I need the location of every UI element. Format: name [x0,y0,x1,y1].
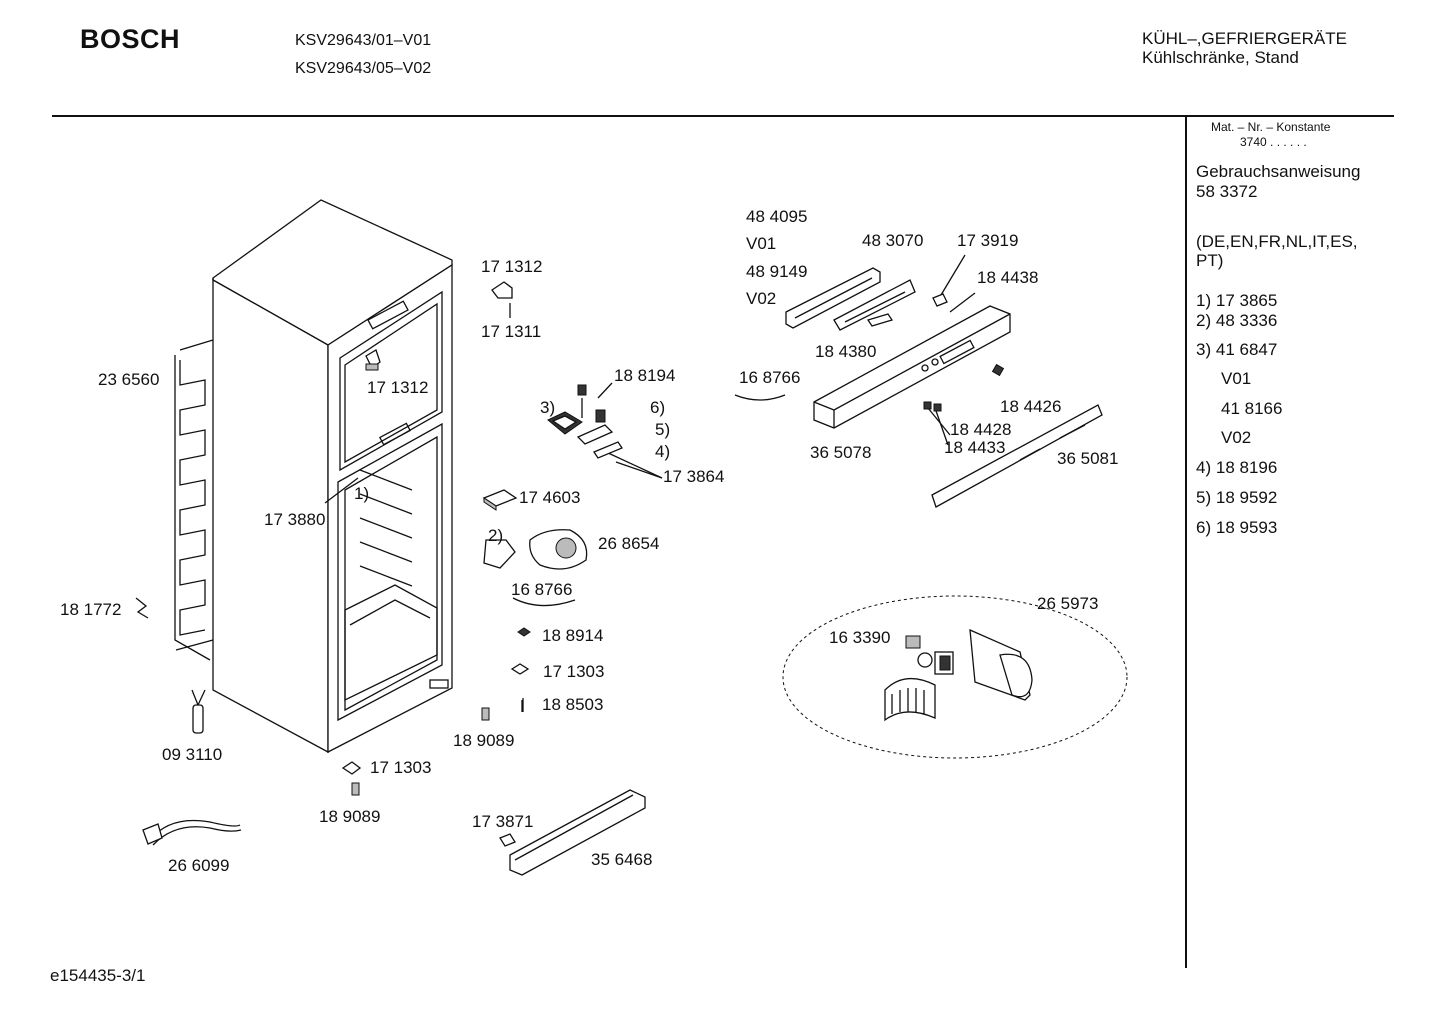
variant-label: V02 [746,289,777,308]
note-row: 3) 41 6847 [1196,340,1277,360]
note-row: 6) 18 9593 [1196,518,1277,538]
mat-nr-value: 3740 . . . . . . [1240,135,1307,149]
part-label: 17 1303 [543,662,605,681]
note-value: 18 9592 [1215,488,1278,507]
exploded-view-diagram [135,199,1128,876]
leader-lines [324,254,976,712]
callout-label: 6) [650,398,666,417]
part-label: 16 8766 [739,368,801,387]
part-label: 35 6468 [591,850,653,869]
note-key: 5) [1196,488,1212,507]
part-label: 17 1312 [367,378,429,397]
part-label: 18 4433 [944,438,1006,457]
category-title: KÜHL–,GEFRIERGERÄTE [1142,29,1347,48]
note-key: 3) [1196,340,1212,359]
part-label: 17 1311 [481,322,542,341]
door-hardware-parts [547,384,623,459]
part-label: 18 9089 [453,731,515,750]
note-value: 41 6847 [1215,340,1278,359]
model-number-1: KSV29643/01–V01 [295,32,432,49]
lamp-assembly-detail [782,595,1128,759]
brand-logo: BOSCH [80,24,181,54]
part-label: 23 6560 [98,370,160,389]
note-value: V02 [1221,428,1252,447]
part-label: 17 3880 [264,510,326,529]
part-label: 17 1312 [481,257,543,276]
note-value: 48 3336 [1215,311,1278,330]
part-label: 18 1772 [60,600,122,619]
note-key: 2) [1196,311,1212,330]
part-label: 26 8654 [598,534,660,553]
part-label: 48 3070 [862,231,924,250]
part-label: 17 1303 [370,758,432,777]
category-subtitle: Kühlschränke, Stand [1142,48,1299,67]
note-value: 18 9593 [1215,518,1278,537]
control-panel-assembly [734,267,1103,508]
part-label: 16 8766 [511,580,573,599]
note-value: 18 8196 [1215,458,1278,477]
callout-label: 3) [540,398,556,417]
note-key: 4) [1196,458,1212,477]
part-label: 48 9149 [746,262,808,281]
note-row: V02 [1221,428,1251,448]
callout-label: 1) [354,484,370,503]
manual-number: 58 3372 [1196,182,1258,201]
manual-title: Gebrauchsanweisung [1196,162,1361,181]
note-key: 1) [1196,291,1212,310]
kick-plate [499,789,646,876]
part-label: 26 5973 [1037,594,1099,613]
languages-line-2: PT) [1196,251,1224,270]
header-rule [52,115,1394,117]
note-value: 41 8166 [1221,399,1283,418]
part-label: 18 8914 [542,626,604,645]
part-label: 48 4095 [746,207,808,226]
part-label: 36 5078 [810,443,872,462]
callout-label: 4) [655,442,671,461]
part-label: 17 4603 [519,488,581,507]
part-label: 18 4380 [815,342,877,361]
part-label: 17 3919 [957,231,1019,250]
note-row: 4) 18 8196 [1196,458,1277,478]
part-label: 18 4438 [977,268,1039,287]
part-label: 36 5081 [1057,449,1119,468]
part-label: 18 9089 [319,807,381,826]
part-label: 18 8503 [542,695,604,714]
variant-label: V01 [746,234,777,253]
model-number-2: KSV29643/05–V02 [295,60,432,77]
note-key: 6) [1196,518,1212,537]
part-label: 18 4428 [950,420,1012,439]
callout-label: 2) [488,526,504,545]
part-label: 18 4426 [1000,397,1062,416]
note-row: 5) 18 9592 [1196,488,1277,508]
fridge-cabinet [174,199,453,754]
sidebar-rule [1185,116,1187,968]
part-label: 18 8194 [614,366,676,385]
loose-small-parts [135,489,588,846]
note-value: V01 [1221,369,1252,388]
note-row: 41 8166 [1221,399,1282,419]
mat-nr-label: Mat. – Nr. – Konstante [1211,120,1331,134]
note-row: 2) 48 3336 [1196,311,1277,331]
note-value: 17 3865 [1215,291,1278,310]
languages-line-1: (DE,EN,FR,NL,IT,ES, [1196,232,1358,251]
note-row: 1) 17 3865 [1196,291,1277,311]
note-row: V01 [1221,369,1251,389]
part-label: 16 3390 [829,628,891,647]
callout-label: 5) [655,420,671,439]
document-id: e154435-3/1 [50,966,146,985]
part-label: 09 3110 [162,745,223,764]
part-label: 17 3864 [663,467,725,486]
part-label: 26 6099 [168,856,230,875]
hinge-top-part [365,281,513,371]
part-label: 17 3871 [472,812,534,831]
